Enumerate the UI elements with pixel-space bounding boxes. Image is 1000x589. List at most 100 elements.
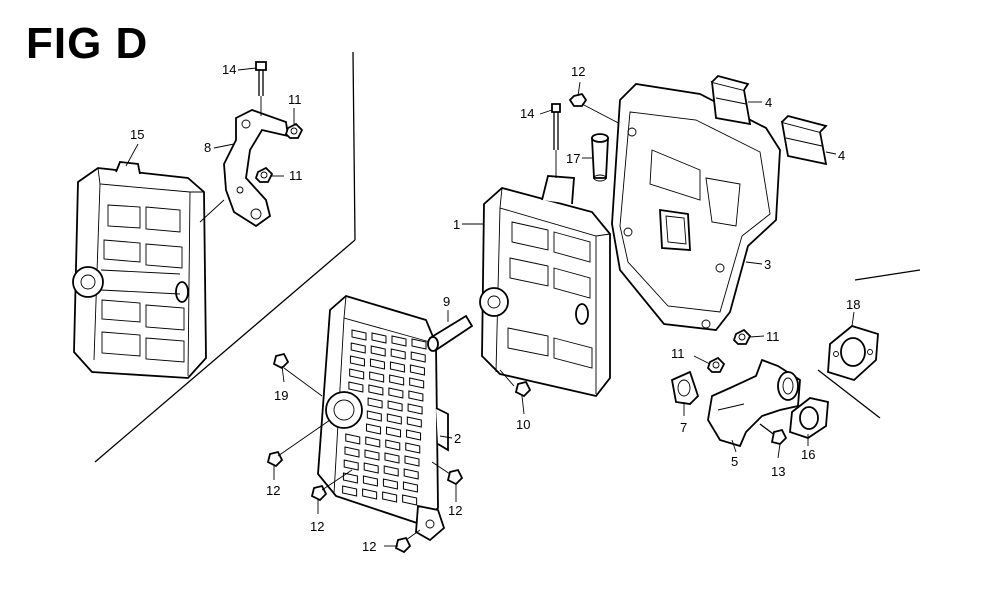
callout-11-lower-left: 11: [289, 168, 303, 183]
grille-slot: [389, 374, 405, 386]
part-17-collar: [591, 133, 609, 182]
part-2-muffler-protector: [317, 294, 449, 542]
grille-slot: [366, 410, 382, 422]
grille-slot: [408, 390, 424, 402]
part-11-nut-lower-left: [254, 166, 274, 183]
grille-slot: [365, 436, 381, 448]
part-9-tail-pipe: [427, 314, 474, 352]
callout-16: 16: [801, 447, 815, 462]
part-13-bolt: [759, 423, 788, 445]
part-8-bracket: [223, 109, 290, 228]
figure-title: FIG D: [26, 19, 149, 68]
grille-slot: [406, 429, 422, 441]
part-11-nut-right-b: [706, 356, 726, 373]
callout-4-lower: 4: [838, 148, 845, 163]
callout-12-d: 12: [362, 539, 376, 554]
grille-slot: [351, 329, 367, 341]
grille-slot: [407, 403, 423, 415]
part-14-bolt-middle: [551, 103, 561, 178]
grille-slot: [368, 384, 384, 396]
grille-slot: [369, 358, 385, 370]
part-12-screw-b: [310, 484, 328, 502]
callout-2: 2: [454, 431, 461, 446]
callout-12-b: 12: [310, 519, 324, 534]
leader-lines: [125, 67, 855, 547]
grille-slot: [350, 342, 366, 354]
callout-3: 3: [764, 257, 771, 272]
grille-slot: [403, 468, 419, 480]
grille-slot: [342, 472, 358, 484]
part-10-screw: [514, 380, 532, 398]
grille-slot: [348, 381, 364, 393]
grille-slot: [363, 462, 379, 474]
callout-8: 8: [204, 140, 211, 155]
callout-11-upper-left: 11: [288, 92, 302, 107]
grille-slot: [410, 351, 426, 363]
grille-slot: [402, 494, 418, 506]
grille-slot: [349, 368, 365, 380]
callout-18: 18: [846, 297, 860, 312]
callout-13: 13: [771, 464, 785, 479]
part-15-muffler-assembly: [72, 161, 207, 379]
part-3-muffler-cover: [611, 83, 781, 331]
part-11-nut-right-a: [732, 328, 752, 345]
grille-slot: [409, 364, 425, 376]
grille-slot: [405, 442, 421, 454]
grille-slot: [367, 397, 383, 409]
part-1-muffler: [479, 175, 611, 398]
grille-slot: [385, 439, 401, 451]
callout-9: 9: [443, 294, 450, 309]
callout-11-right-a: 11: [766, 329, 780, 344]
callout-12-a: 12: [266, 483, 280, 498]
callout-10: 10: [516, 417, 530, 432]
grille-slot: [391, 335, 407, 347]
callout-12-top: 12: [571, 64, 585, 79]
callout-17: 17: [566, 151, 580, 166]
grille-slot: [386, 426, 402, 438]
callout-5: 5: [731, 454, 738, 469]
grille-slot: [402, 481, 418, 493]
grille-slot: [388, 387, 404, 399]
part-18-gasket: [827, 324, 879, 382]
part-4-shield-upper: [710, 74, 752, 126]
grille-slot: [386, 413, 402, 425]
subset-frame-left: [94, 51, 356, 463]
part-16-gasket: [789, 397, 829, 439]
grille-slot: [383, 465, 399, 477]
part-14-bolt-left: [255, 61, 267, 116]
part-12-screw-d: [394, 536, 412, 554]
part-11-nut-upper-left: [284, 122, 304, 139]
callout-11-right-b: 11: [671, 346, 685, 361]
grille-slot: [390, 348, 406, 360]
callout-15: 15: [130, 127, 144, 142]
grille-slot: [345, 433, 361, 445]
callout-4-upper: 4: [765, 95, 772, 110]
grille-slot: [409, 377, 425, 389]
grille-slot: [343, 459, 359, 471]
grille-slot: [342, 485, 358, 497]
grille-slot: [362, 475, 378, 487]
grille-slot: [384, 452, 400, 464]
grille-slot: [387, 400, 403, 412]
grille-slot: [364, 449, 380, 461]
part-12-screw-c: [446, 468, 464, 486]
grille-slot: [349, 355, 365, 367]
grille-slot: [362, 488, 378, 500]
callout-19: 19: [274, 388, 288, 403]
grille-slot: [371, 332, 387, 344]
callout-1: 1: [453, 217, 460, 232]
subset-frame-right: [817, 269, 921, 419]
callout-14-middle: 14: [520, 106, 534, 121]
part-19-screw: [272, 352, 290, 370]
part-5-exhaust-pipe: [707, 358, 801, 448]
part-7-gasket: [670, 370, 700, 405]
callout-14-left: 14: [222, 62, 236, 77]
grille-slot: [369, 371, 385, 383]
grille-slot: [389, 361, 405, 373]
grille-slot: [382, 491, 398, 503]
grille-slot: [406, 416, 422, 428]
callout-12-c: 12: [448, 503, 462, 518]
part-4-shield-lower: [780, 114, 828, 166]
